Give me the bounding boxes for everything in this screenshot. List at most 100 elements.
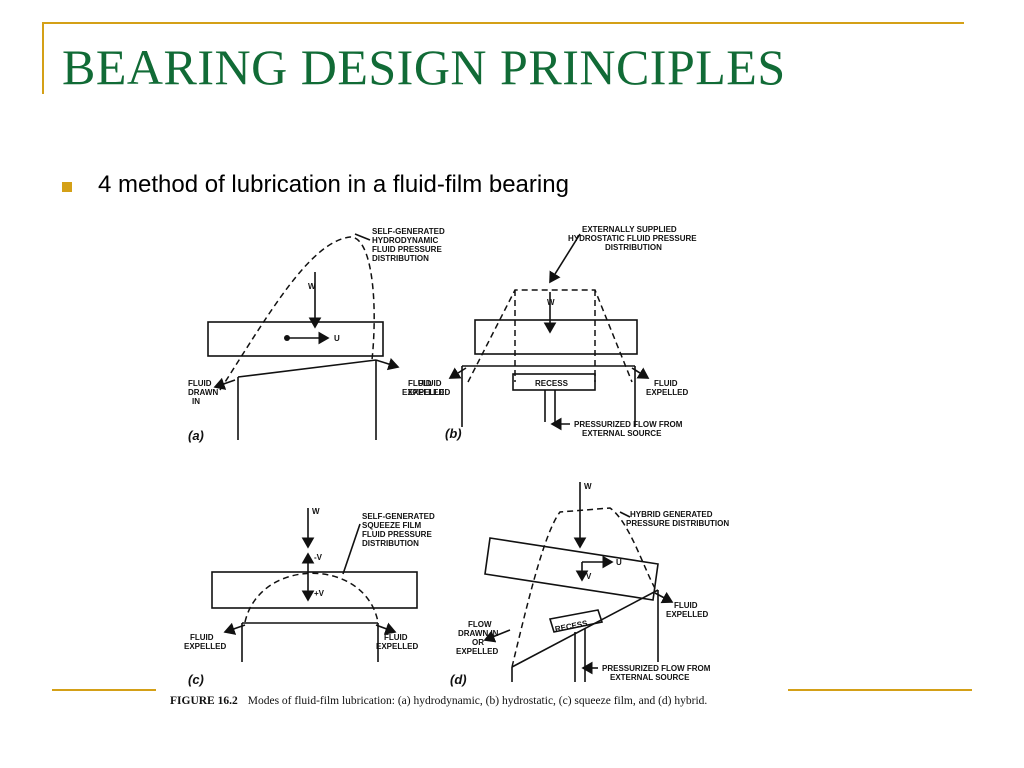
panel-a-runner (207, 321, 384, 357)
panel-c-letter: (c) (188, 672, 204, 687)
square-bullet-icon (62, 182, 72, 192)
panel-b-pressure-walls (514, 290, 596, 382)
panel-a-outlet-arrow (375, 357, 400, 371)
panel-d-source-2: EXTERNAL SOURCE (610, 673, 690, 682)
panel-b-left-out-label: FLUID EXPELLED (408, 379, 450, 397)
panel-b-source-2: EXTERNAL SOURCE (582, 429, 662, 438)
panel-a-pressure-curve (219, 236, 375, 391)
panel-a-outlet-2: EXPELLED (402, 388, 444, 397)
footer-rule-left (52, 689, 156, 691)
panel-d-load-label: W (584, 482, 592, 491)
title-frame-left (42, 22, 44, 94)
panel-b-annotation-3: DISTRIBUTION (605, 243, 662, 252)
panel-a-inlet-arrow (213, 377, 236, 390)
panel-d-flow-4: EXPELLED (456, 647, 498, 656)
panel-d-flow-label: FLOW DRAWN IN OR EXPELLED (456, 620, 501, 656)
panel-b-recess-label: RECESS (535, 379, 569, 388)
panel-a-annotation-1: SELF-GENERATED (372, 227, 445, 236)
panel-b-letter: (b) (445, 426, 462, 441)
panel-c-pressure-curve (244, 572, 379, 623)
panel-d-annotation-1: HYBRID GENERATED (630, 510, 713, 519)
panel-a-outlet-label: FLUID EXPELLED (402, 379, 444, 397)
panel-b-annotation-1: EXTERNALLY SUPPLIED (582, 225, 677, 234)
panel-d-source-label: PRESSURIZED FLOW FROM EXTERNAL SOURCE (602, 664, 713, 682)
panel-b-annotation: EXTERNALLY SUPPLIED HYDROSTATIC FLUID PR… (568, 225, 699, 252)
panel-d-hybrid: W U V RECESS HYBRID GENERATED PRESSURE D… (450, 482, 729, 687)
panel-c-right-out-label: FLUID EXPELLED (376, 633, 418, 651)
title-frame-top (42, 22, 964, 24)
panel-a-annotation-2: HYDRODYNAMIC (372, 236, 438, 245)
panel-c-left-out-1: FLUID (190, 633, 214, 642)
bullet-item: 4 method of lubrication in a fluid-film … (62, 171, 569, 199)
panel-c-annotation-3: FLUID PRESSURE (362, 530, 432, 539)
panel-a-load-label: W (308, 282, 316, 291)
panel-d-annotation-leader (619, 511, 631, 518)
panel-b-annotation-2: HYDROSTATIC FLUID PRESSURE (568, 234, 697, 243)
panel-c-right-out-arrow (375, 622, 397, 635)
panel-c-down-label: +V (314, 589, 325, 598)
panel-d-right-out-1: FLUID (674, 601, 698, 610)
panel-d-runner (484, 537, 659, 601)
panel-c-right-out-2: EXPELLED (376, 642, 418, 651)
panel-d-supply-pipe (574, 628, 586, 682)
panel-c-annotation: SELF-GENERATED SQUEEZE FILM FLUID PRESSU… (362, 512, 437, 548)
panel-b-pressure-curve (467, 289, 633, 383)
footer-rule-right (788, 689, 972, 691)
panel-b-right-out-2: EXPELLED (646, 388, 688, 397)
panel-d-letter: (d) (450, 672, 467, 687)
panel-a-outlet-1: FLUID (408, 379, 432, 388)
panel-c-left-out-arrow (223, 622, 246, 635)
panel-c-right-out-1: FLUID (384, 633, 408, 642)
panel-b-source-label: PRESSURIZED FLOW FROM EXTERNAL SOURCE (574, 420, 685, 438)
panel-b-supply-pipe (544, 390, 556, 422)
panel-a-pad-surface (237, 359, 377, 378)
panel-d-vertical-label: V (586, 572, 592, 581)
panel-c-annotation-leader (342, 523, 361, 575)
panel-a-annotation-leader (354, 233, 371, 241)
panel-c-annotation-4: DISTRIBUTION (362, 539, 419, 548)
figure-caption-label: FIGURE 16.2 (170, 695, 238, 707)
panel-d-flow-2: DRAWN IN (458, 629, 499, 638)
panel-c-pad-sides (241, 623, 379, 662)
panel-a-inlet-2: DRAWN (188, 388, 218, 397)
panel-a-pad-sides (237, 360, 377, 440)
slide-title: BEARING DESIGN PRINCIPLES (62, 39, 786, 95)
panel-d-flow-arrow (483, 629, 511, 643)
panel-b-left-out-2: EXPELLED (408, 388, 450, 397)
panel-b-right-out-arrow (631, 367, 650, 379)
panel-a-inlet-3: IN (192, 397, 200, 406)
panel-d-annotation-2: PRESSURE DISTRIBUTION (626, 519, 729, 528)
panel-b-source-1: PRESSURIZED FLOW FROM (574, 420, 683, 429)
panel-d-right-out-arrow (654, 591, 674, 604)
panel-b-left-out-arrow (448, 367, 467, 379)
panel-c-annotation-1: SELF-GENERATED (362, 512, 435, 521)
panel-b-load-label: W (547, 298, 555, 307)
panel-d-right-out-label: FLUID EXPELLED (666, 601, 708, 619)
panel-d-flow-1: FLOW (468, 620, 492, 629)
panel-d-right-out-2: EXPELLED (666, 610, 708, 619)
figure-caption-text: Modes of fluid-film lubrication: (a) hyd… (247, 695, 708, 707)
panel-c-left-out-2: EXPELLED (184, 642, 226, 651)
panel-d-pad-sides (511, 590, 659, 682)
panel-a-velocity-label: U (334, 334, 340, 343)
panel-a-annotation-4: DISTRIBUTION (372, 254, 429, 263)
panel-b-left-out-1: FLUID (418, 379, 442, 388)
panel-b-pad-sides (461, 366, 636, 427)
figure-caption: FIGURE 16.2 Modes of fluid-film lubricati… (170, 694, 780, 709)
panel-c-runner (211, 571, 418, 609)
panel-c-left-out-label: FLUID EXPELLED (184, 633, 226, 651)
panel-a-annotation: SELF-GENERATED HYDRODYNAMIC FLUID PRESSU… (372, 227, 447, 263)
panel-b-right-out-1: FLUID (654, 379, 678, 388)
bullet-text: 4 method of lubrication in a fluid-film … (98, 171, 569, 198)
panel-b-hydrostatic: W RECESS EXTERNALLY SUPPLIED HYDROSTATIC… (408, 225, 699, 441)
panel-c-load-label: W (312, 507, 320, 516)
panel-c-squeeze-film: W -V +V SELF-GENERATED SQUEEZE FILM FLUI… (184, 507, 437, 687)
panel-a-annotation-3: FLUID PRESSURE (372, 245, 442, 254)
panel-c-annotation-2: SQUEEZE FILM (362, 521, 421, 530)
panel-a-letter: (a) (188, 428, 204, 443)
panel-b-right-out-label: FLUID EXPELLED (646, 379, 688, 397)
panel-d-recess-label: RECESS (554, 619, 589, 634)
panel-d-flow-3: OR (472, 638, 484, 647)
panel-a-inlet-label: FLUID DRAWN IN (188, 379, 220, 406)
panel-b-annotation-leader (549, 233, 581, 284)
